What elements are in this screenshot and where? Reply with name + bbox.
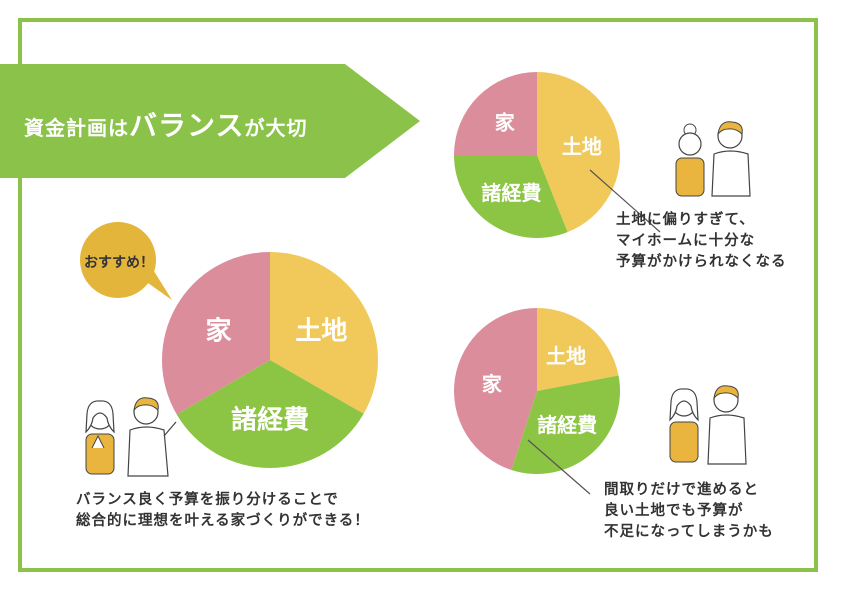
caption-main-line: バランス良く予算を振り分けることで — [76, 492, 339, 508]
happy-couple-illustration — [85, 397, 177, 477]
recommend-bubble — [80, 222, 172, 300]
caption-bottom-line: 間取りだけで進めると — [604, 482, 759, 498]
title-emphasis: バランス — [129, 109, 245, 142]
pie-slice — [454, 155, 568, 238]
worried-couple-top-illustration — [675, 121, 751, 197]
pie-slice-label: 諸経費 — [537, 413, 597, 437]
page-title: 資金計画はバランスが大切 — [24, 104, 307, 144]
caption-top: 土地に偏りすぎて、 マイホームに十分な 予算がかけられなくなる — [616, 210, 787, 273]
pie-slice — [162, 252, 270, 415]
caption-main-line: 総合的に理想を叶える家づくりができる！ — [76, 513, 370, 529]
pie-slice-label: 家 — [495, 111, 516, 135]
leader-line-top — [589, 169, 661, 233]
pie-slice-label: 家 — [205, 316, 231, 347]
pie-slice — [176, 360, 364, 468]
recommend-label: おすすめ！ — [84, 255, 154, 271]
caption-bottom-line: 不足になってしまうかも — [604, 524, 774, 540]
title-banner — [0, 64, 420, 178]
pie-slice-label: 諸経費 — [231, 404, 309, 435]
caption-top-line: マイホームに十分な — [616, 233, 756, 249]
pie-slice-label: 諸経費 — [481, 181, 541, 205]
caption-main: バランス良く予算を振り分けることで 総合的に理想を叶える家づくりができる！ — [76, 490, 370, 532]
caption-top-line: 予算がかけられなくなる — [616, 254, 787, 270]
pie-slice-label: 土地 — [295, 316, 347, 346]
pie-slice-label: 家 — [482, 372, 503, 396]
pie-slice — [454, 308, 537, 470]
pie-slice — [270, 252, 378, 414]
outer-frame — [18, 18, 818, 572]
pie-slice-label: 土地 — [546, 344, 586, 368]
pie-slice — [537, 308, 619, 391]
pie-slice — [537, 72, 620, 233]
pie-slice-label: 土地 — [562, 134, 602, 158]
worried-couple-bottom-illustration — [669, 385, 747, 465]
pie-slice — [454, 72, 537, 155]
caption-top-line: 土地に偏りすぎて、 — [616, 212, 755, 228]
caption-bottom: 間取りだけで進めると 良い土地でも予算が 不足になってしまうかも — [604, 480, 774, 543]
caption-bottom-line: 良い土地でも予算が — [604, 503, 744, 519]
title-part1: 資金計画は — [24, 116, 129, 140]
title-part2: が大切 — [244, 116, 308, 140]
leader-line-bottom — [527, 439, 591, 495]
